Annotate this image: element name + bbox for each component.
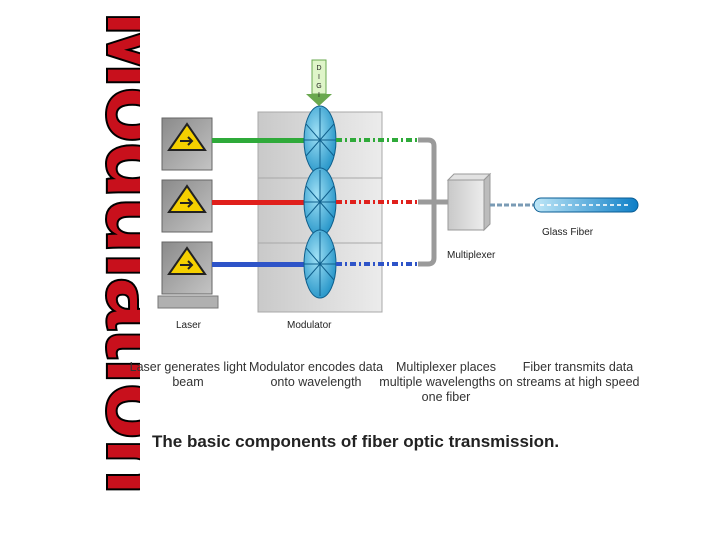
modulator-disc-2	[303, 167, 337, 237]
modulator-discs	[303, 105, 337, 299]
multiplexer-label: Multiplexer	[447, 250, 496, 261]
data-input-label: D I G I	[316, 65, 322, 99]
laser-units	[157, 117, 219, 309]
page-title: Modulation	[88, 12, 140, 494]
beam-blue	[212, 262, 320, 267]
light-beams	[212, 138, 320, 267]
multiplexer-box	[446, 172, 492, 232]
laser-label: Laser	[176, 320, 202, 331]
modulator-disc-1	[303, 105, 337, 175]
modulated-signals	[336, 138, 420, 266]
modulator-label: Modulator	[287, 320, 332, 331]
beam-green	[212, 138, 320, 143]
side-title: Modulation	[86, 10, 140, 496]
multiplexer-description: Multiplexer places multiple wavelengths …	[379, 360, 513, 404]
beam-red	[212, 200, 320, 205]
laser-warning-icon	[167, 184, 207, 213]
modulator-description: Modulator encodes data onto wavelength	[248, 360, 384, 389]
glass-fiber-label: Glass Fiber	[542, 227, 594, 238]
combiner-pipe	[418, 137, 437, 267]
laser-description: Laser generates light beam	[129, 360, 247, 389]
data-input-arrow	[306, 59, 332, 106]
laser-unit-3	[161, 241, 213, 295]
laser-unit-2	[161, 179, 213, 233]
laser-unit-1	[161, 117, 213, 171]
modulator-disc-3	[303, 229, 337, 299]
figure-caption: The basic components of fiber optic tran…	[152, 432, 560, 451]
laser-warning-icon	[167, 122, 207, 151]
fiber-description: Fiber transmits data streams at high spe…	[516, 360, 640, 389]
glass-fiber	[533, 197, 639, 213]
fiber-optic-diagram	[157, 59, 639, 313]
laser-warning-icon	[167, 246, 207, 275]
